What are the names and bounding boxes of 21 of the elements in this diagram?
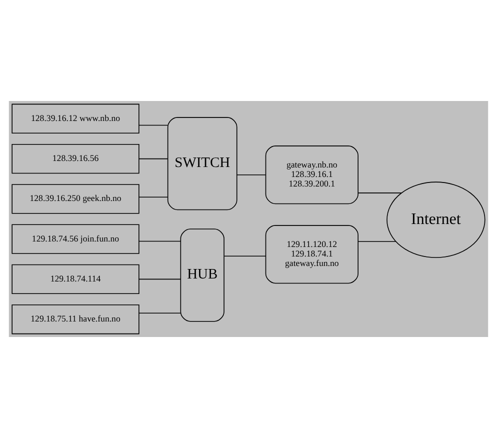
node-box: HUB [180, 228, 224, 322]
node-box: 128.39.16.250 geek.nb.no [12, 184, 140, 214]
connector [138, 124, 168, 126]
connector [138, 278, 181, 280]
connector [138, 196, 168, 198]
connector [358, 192, 402, 194]
connector [236, 174, 266, 176]
connector [358, 241, 396, 242]
node-box: 128.39.16.12 www.nb.no [12, 104, 140, 134]
connector [138, 312, 181, 314]
node-box: 129.18.74.56 join.fun.no [12, 224, 140, 254]
connector [138, 158, 168, 160]
node-box: SWITCH [167, 117, 238, 210]
node-box: 129.11.120.12 129.18.74.1 gateway.fun.no [265, 225, 358, 284]
node-box: 128.39.16.56 [12, 144, 140, 174]
node-box: 129.18.75.11 have.fun.no [12, 304, 140, 334]
node-box: 129.18.74.114 [12, 264, 140, 294]
node-ellipse: Internet [386, 182, 486, 258]
connector [138, 240, 181, 242]
node-box: gateway.nb.no 128.39.16.1 128.39.200.1 [265, 146, 358, 204]
connector [224, 256, 266, 257]
